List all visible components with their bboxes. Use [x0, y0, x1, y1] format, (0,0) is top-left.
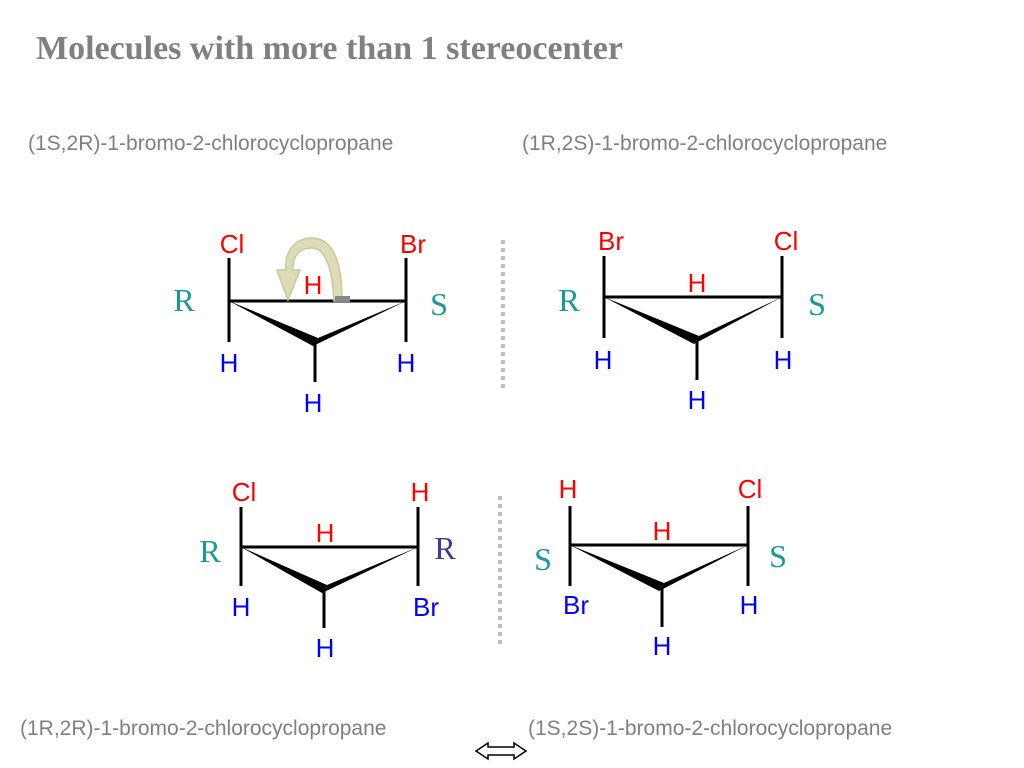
atom-br: Br: [598, 226, 624, 256]
atom-br: Br: [400, 229, 426, 259]
double-arrow-icon: [474, 741, 528, 761]
atom-h-back: H: [688, 268, 707, 298]
atom-h: H: [559, 474, 578, 504]
atom-h-back: H: [653, 516, 672, 546]
slide-title: Molecules with more than 1 stereocenter: [36, 30, 623, 67]
config-label-s: S: [430, 286, 448, 322]
rotation-arrow-icon: [275, 237, 343, 303]
atom-h-back: H: [316, 518, 335, 548]
config-label-r: R: [558, 282, 580, 318]
atom-h: H: [220, 348, 239, 378]
atom-h: H: [740, 590, 759, 620]
molecule-bottom-left: Cl H H H Br H R R: [199, 477, 456, 663]
atom-h: H: [397, 348, 416, 378]
atom-br: Br: [413, 592, 439, 622]
config-label-s: S: [534, 541, 552, 577]
config-label-r: R: [434, 530, 456, 566]
config-label-s: S: [769, 538, 787, 574]
atom-cl: Cl: [738, 474, 763, 504]
atom-h: H: [316, 633, 335, 663]
config-label-r: R: [199, 533, 221, 569]
config-label-r: R: [173, 282, 195, 318]
atom-h: H: [774, 345, 793, 375]
name-top-right: (1R,2S)-1-bromo-2-chlorocyclopropane: [522, 132, 888, 155]
atom-br: Br: [563, 590, 589, 620]
molecule-bottom-right: H Cl H Br H H S S: [534, 474, 787, 661]
molecule-top-left: Cl Br H H H H R S: [173, 229, 448, 418]
atom-cl: Cl: [220, 229, 245, 259]
name-bottom-left: (1R,2R)-1-bromo-2-chlorocyclopropane: [20, 717, 387, 740]
name-bottom-right: (1S,2S)-1-bromo-2-chlorocyclopropane: [528, 717, 893, 740]
atom-h: H: [304, 388, 323, 418]
atom-h: H: [411, 477, 430, 507]
config-label-s: S: [808, 286, 826, 322]
atom-h: H: [594, 345, 613, 375]
name-top-left: (1S,2R)-1-bromo-2-chlorocyclopropane: [28, 132, 394, 155]
atom-cl: Cl: [774, 226, 799, 256]
molecule-top-right: Br Cl H H H H R S: [558, 226, 826, 415]
atom-h: H: [232, 592, 251, 622]
atom-h-back: H: [304, 270, 323, 300]
atom-cl: Cl: [232, 477, 257, 507]
atom-h: H: [653, 631, 672, 661]
atom-h: H: [688, 385, 707, 415]
